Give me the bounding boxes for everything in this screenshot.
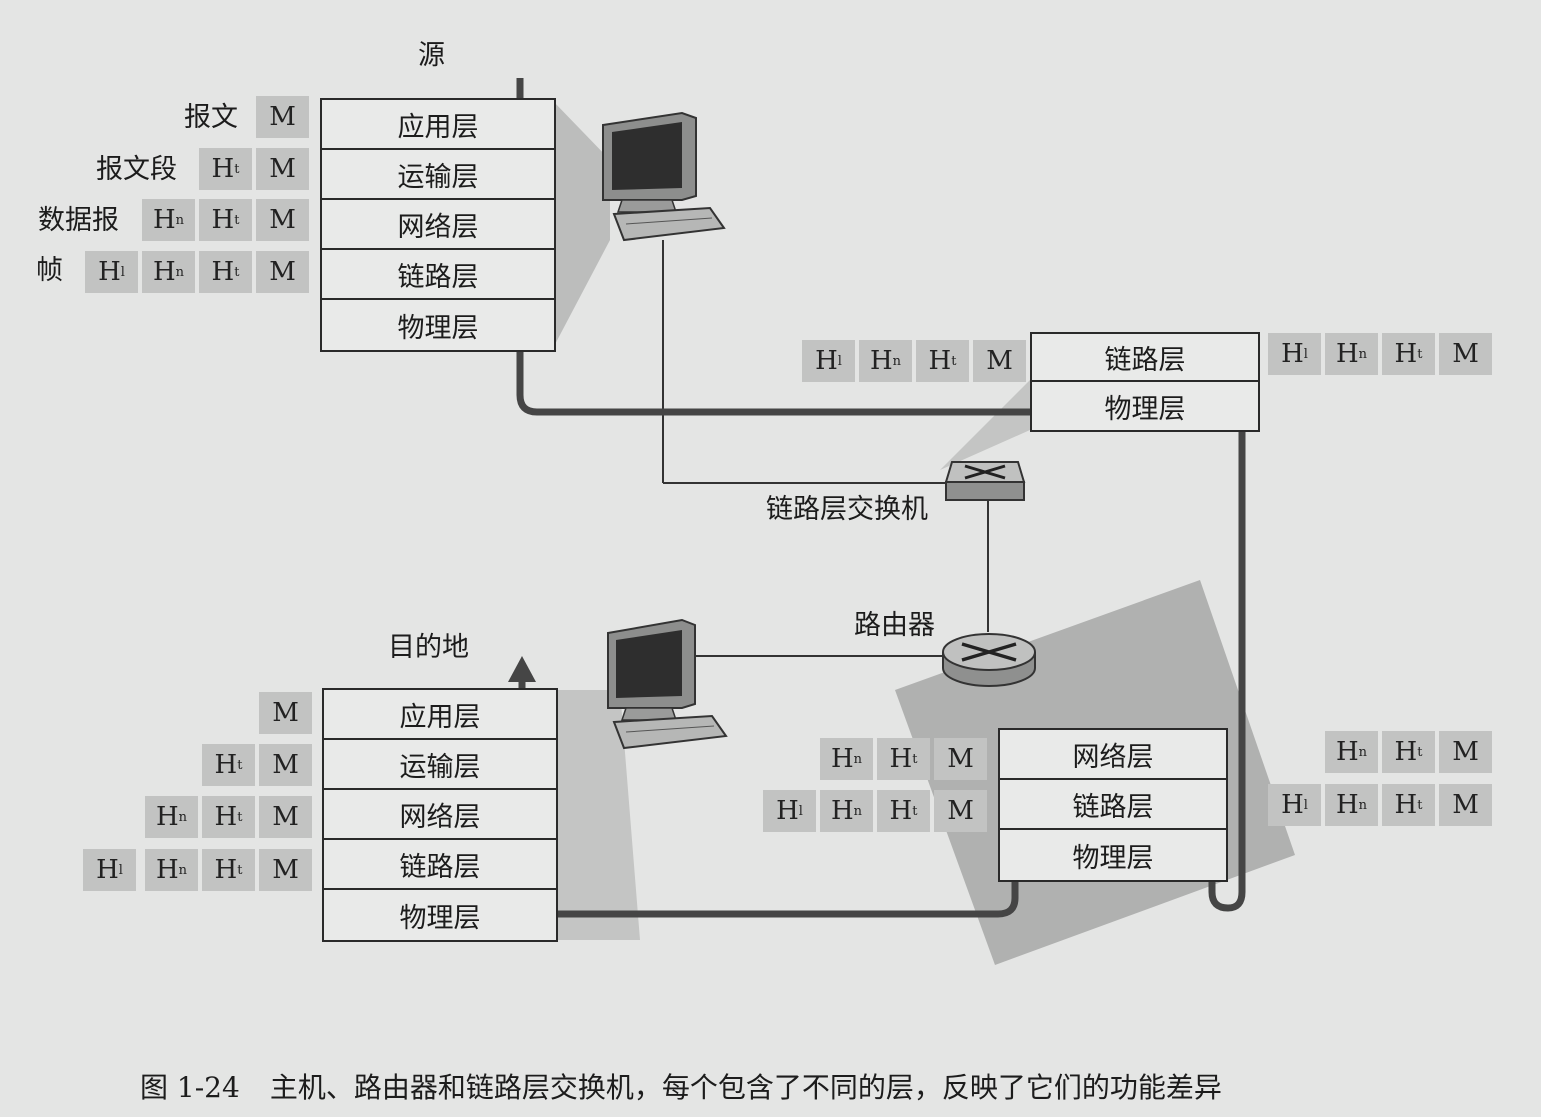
router-layer-link: 链路层 (1000, 780, 1226, 830)
dst-frame-m: M (259, 849, 312, 891)
pdu-segment-label: 报文段 (96, 154, 177, 185)
source-layer-physical: 物理层 (397, 312, 479, 344)
source-protocol-stack: 应用层 运输层 网络层 链路层 物理层 (320, 98, 556, 352)
destination-computer-icon (607, 618, 728, 750)
dst-segment-m: M (259, 744, 312, 786)
dest-layer-transport: 运输层 (324, 740, 556, 790)
dest-layer-link: 链路层 (324, 840, 556, 890)
router-protocol-stack: 网络层 链路层 物理层 (998, 728, 1228, 882)
rt-right-datagram-m: M (1439, 731, 1492, 773)
src-datagram-m: M (256, 199, 309, 241)
pdu-message-label: 报文 (184, 102, 238, 133)
rt-left-frame-m: M (934, 790, 987, 832)
switch-protocol-stack: 链路层 物理层 (1030, 332, 1260, 432)
pdu-datagram-label: 数据报 (38, 205, 119, 236)
dst-message-m: M (259, 692, 312, 734)
src-frame-m: M (256, 251, 309, 293)
router-icon (942, 633, 1036, 687)
switch-icon (944, 461, 1026, 501)
rt-right-frame-m: M (1439, 784, 1492, 826)
host-source-shadow (552, 100, 610, 350)
figure-caption: 图 1-24 主机、路由器和链路层交换机，每个包含了不同的层，反映了它们的功能差异 (140, 1066, 1222, 1106)
source-layer-network: 网络层 (322, 200, 554, 250)
dst-datagram-m: M (259, 796, 312, 838)
destination-protocol-stack: 应用层 运输层 网络层 链路层 物理层 (322, 688, 558, 942)
router-label: 路由器 (854, 610, 935, 641)
source-label: 源 (418, 40, 445, 71)
dest-layer-network: 网络层 (324, 790, 556, 840)
caption-number: 图 1-24 (140, 1071, 240, 1104)
switch-layer-link: 链路层 (1032, 334, 1258, 382)
source-layer-link: 链路层 (322, 250, 554, 300)
sw-out-frame-m: M (1439, 333, 1492, 375)
router-layer-network: 网络层 (1000, 730, 1226, 780)
rt-left-datagram-m: M (934, 738, 987, 780)
destination-label: 目的地 (388, 632, 469, 663)
flow-arrowhead-icon (508, 656, 536, 682)
source-layer-application: 应用层 (322, 100, 554, 150)
source-computer-icon (602, 111, 726, 242)
router-layer-physical: 物理层 (1072, 842, 1154, 874)
caption-text: 主机、路由器和链路层交换机，每个包含了不同的层，反映了它们的功能差异 (269, 1071, 1222, 1104)
source-layer-transport: 运输层 (322, 150, 554, 200)
src-segment-m: M (256, 148, 309, 190)
sw-in-frame-m: M (973, 340, 1026, 382)
src-message-m: M (256, 96, 309, 138)
dest-layer-application: 应用层 (324, 690, 556, 740)
dest-layer-physical: 物理层 (399, 902, 481, 934)
switch-label: 链路层交换机 (766, 494, 928, 525)
pdu-frame-label: 帧 (36, 255, 63, 286)
host-dest-shadow (555, 690, 640, 940)
switch-layer-physical: 物理层 (1104, 393, 1186, 425)
